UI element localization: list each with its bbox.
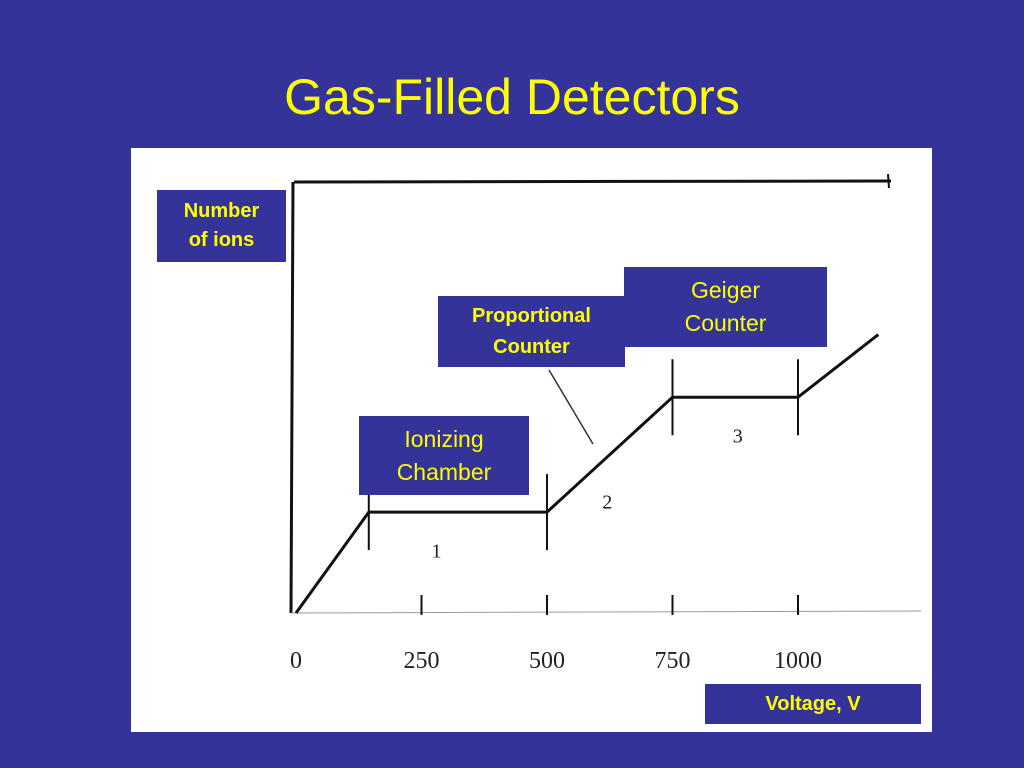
x-tick-label-0: 0 <box>290 648 302 674</box>
y-axis-label-line-2: of ions <box>188 229 255 251</box>
x-tick-label-750: 750 <box>655 648 691 674</box>
top-frame-end-tick <box>887 173 890 189</box>
proportional-label-line-2: Counter <box>493 335 570 358</box>
top-frame-line <box>293 179 892 184</box>
plot-area: 1 2 3 <box>294 333 880 614</box>
slide-title: Gas-Filled Detectors <box>284 69 740 125</box>
proportional-label-line-1: Proportional <box>472 304 591 327</box>
x-axis-label-text: Voltage, V <box>765 693 861 715</box>
geiger-label-line-2: Counter <box>684 310 767 336</box>
x-axis-label: Voltage, V <box>705 684 921 724</box>
proportional-counter-label: Proportional Counter <box>438 296 625 367</box>
region-label-3: 3 <box>733 425 743 447</box>
proportional-pointer-line <box>548 369 594 445</box>
geiger-counter-label: Geiger Counter <box>624 267 827 347</box>
x-tick-labels: 0 250 500 750 1000 <box>290 648 822 674</box>
chart-panel: 1 2 3 0 250 500 750 1000 Number of ions Geiger… <box>131 148 932 732</box>
y-axis-label: Number of ions <box>157 190 286 262</box>
y-axis-line <box>289 181 295 614</box>
chart-svg: 1 2 3 0 250 500 750 1000 <box>289 173 922 674</box>
ionizing-chamber-label: Ionizing Chamber <box>359 416 529 495</box>
x-axis-baseline <box>290 610 922 614</box>
x-tick-label-250: 250 <box>404 648 440 674</box>
x-tick-label-1000: 1000 <box>774 648 822 674</box>
ionizing-label-line-2: Chamber <box>396 458 492 485</box>
region-label-2: 2 <box>602 492 612 514</box>
geiger-label-line-1: Geiger <box>690 277 761 303</box>
region-label-1: 1 <box>432 540 442 562</box>
y-axis-label-line-1: Number <box>183 200 260 222</box>
data-line <box>294 333 880 614</box>
x-tick-label-500: 500 <box>529 648 565 674</box>
axes <box>289 173 922 615</box>
ionizing-label-line-1: Ionizing <box>404 425 484 452</box>
